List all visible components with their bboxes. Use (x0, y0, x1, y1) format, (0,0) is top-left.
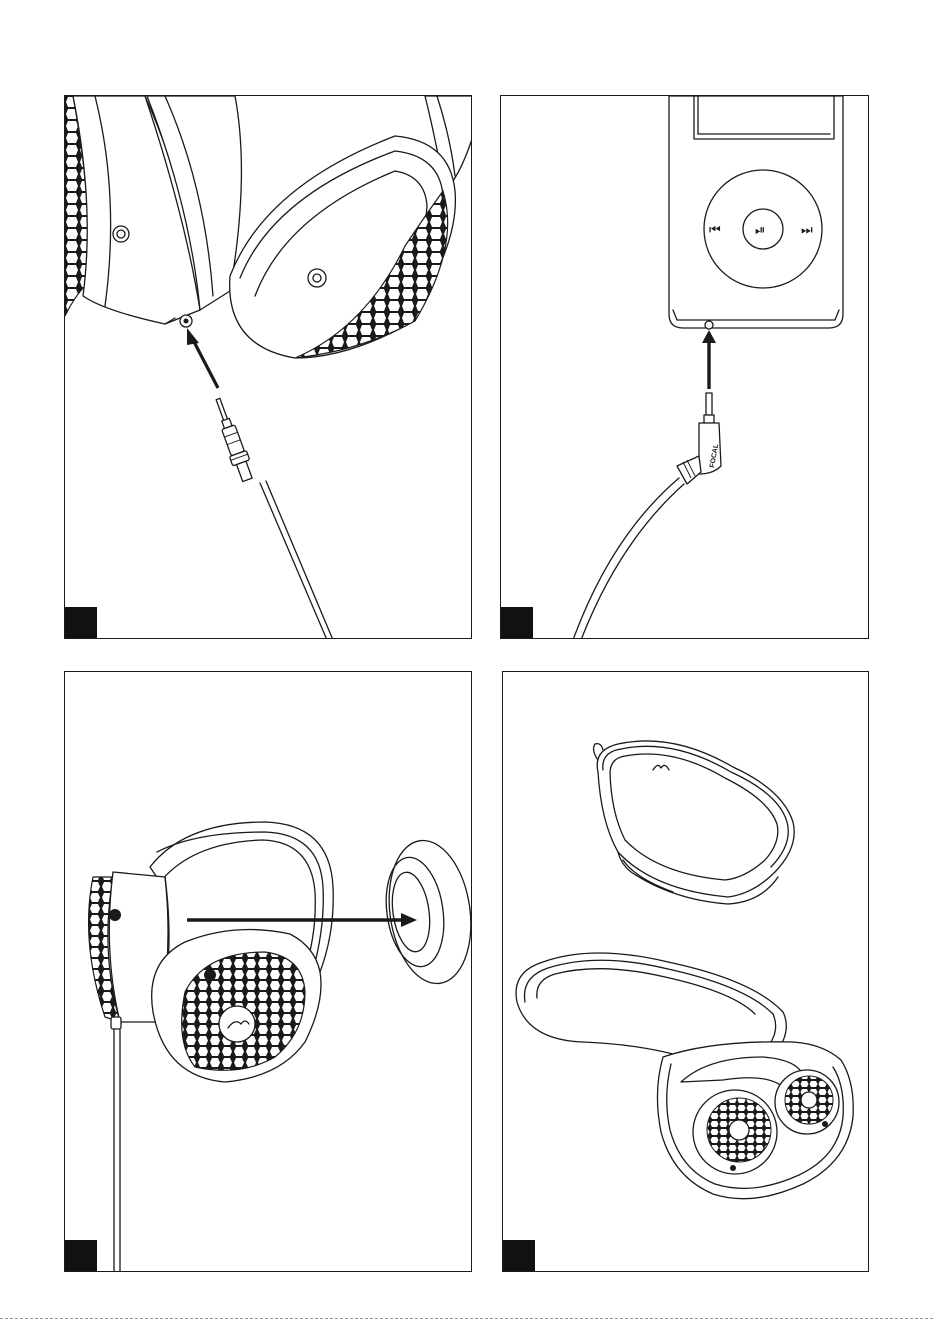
carrying-case-illustration (503, 672, 869, 1272)
figure-carrying-case (502, 671, 869, 1272)
play-pause-icon: ⏯ (755, 223, 765, 238)
player-jack-illustration: ⏮ ⏯ ⏭ FOCAL (501, 96, 869, 639)
figure-number-badge (503, 1240, 535, 1271)
figure-connect-jack-player: ⏮ ⏯ ⏭ FOCAL (500, 95, 869, 639)
ear-pad-removal-illustration (65, 672, 472, 1272)
figure-number-badge (65, 1240, 97, 1271)
headphone-jack-illustration (65, 96, 472, 639)
figure-number-badge (501, 607, 533, 638)
figure-remove-ear-pad (64, 671, 472, 1272)
figure-connect-jack-headphone (64, 95, 472, 639)
page-bottom-dashed-line (0, 1318, 933, 1319)
figure-number-badge (65, 607, 97, 638)
next-icon: ⏭ (801, 223, 813, 238)
previous-icon: ⏮ (709, 223, 721, 238)
